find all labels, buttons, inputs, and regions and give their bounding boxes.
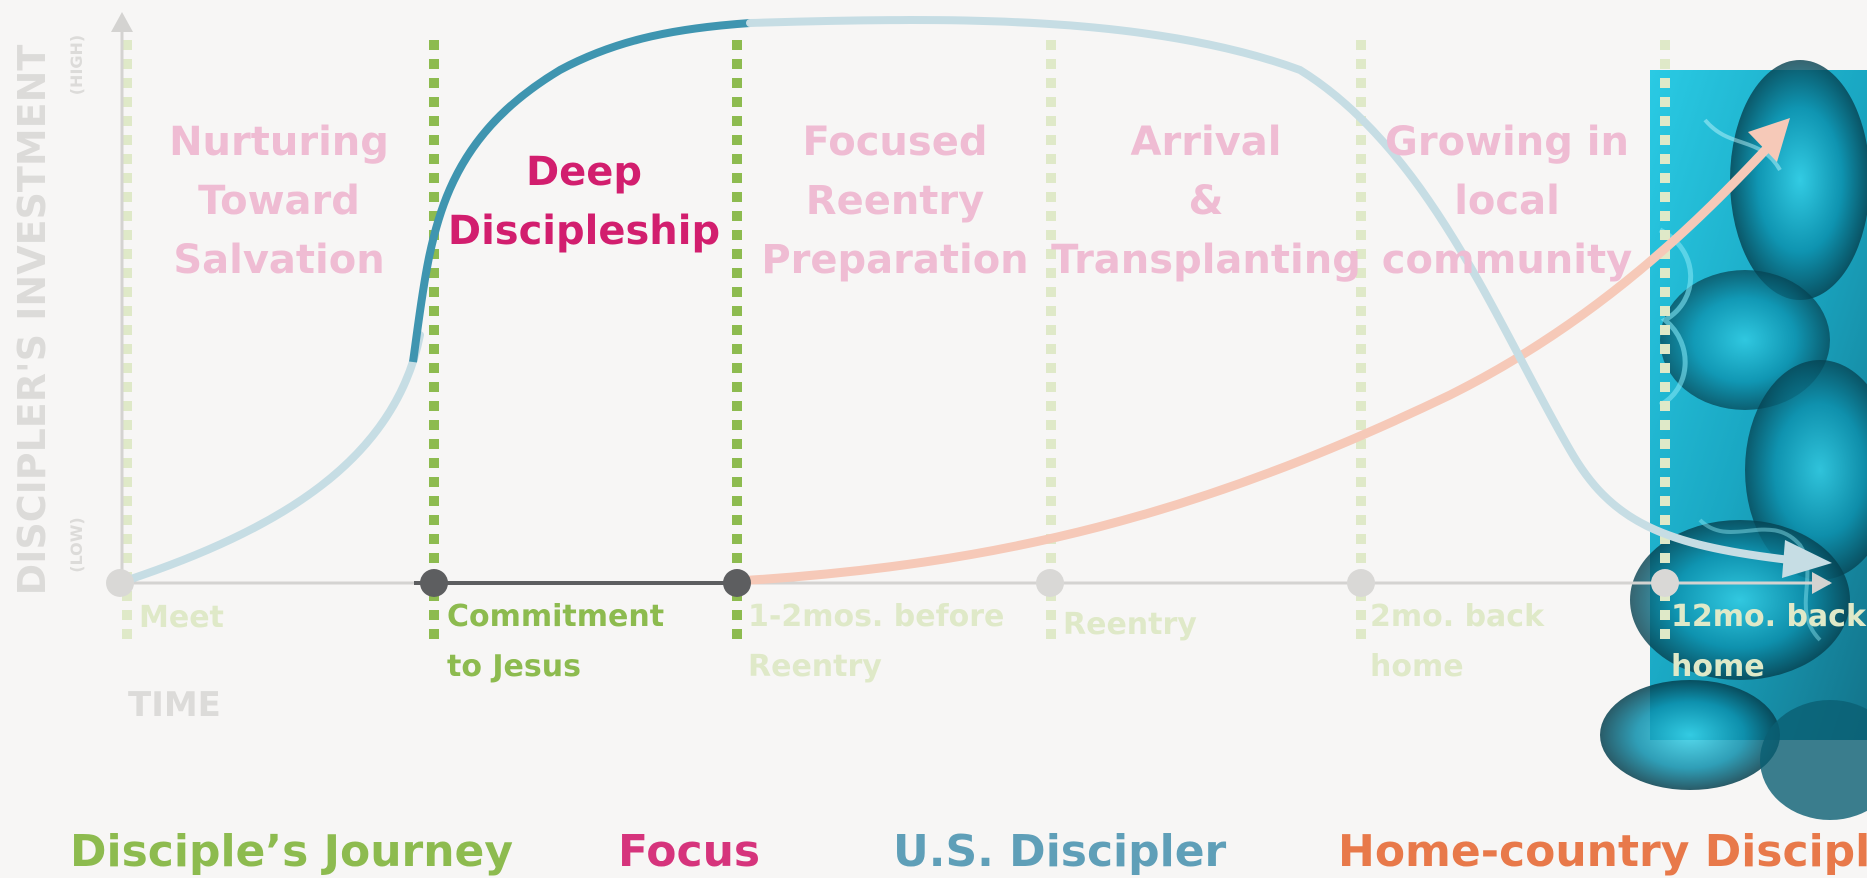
milestone-dot <box>1651 569 1679 597</box>
stage-title-line: Reentry <box>806 178 984 224</box>
investment-low-label: (LOW) <box>67 517 86 573</box>
milestone-label: Meet <box>139 600 224 635</box>
investment-axis-label: DISCIPLER'S INVESTMENT <box>10 45 54 596</box>
legend: Disciple’s Journey Focus U.S. Discipler … <box>70 826 1867 877</box>
milestone-dots <box>106 569 1679 597</box>
stage-title-line: Deep <box>526 149 642 195</box>
time-axis <box>120 572 1832 594</box>
stage-title-line: community <box>1382 237 1632 283</box>
stage-title: Growing in local community <box>1382 119 1632 283</box>
milestone-dot <box>1036 569 1064 597</box>
milestone-label: Reentry <box>1063 607 1197 642</box>
stage-title-line: Salvation <box>173 237 384 283</box>
milestone-label: Commitment to Jesus <box>447 599 664 684</box>
legend-us-discipler: U.S. Discipler <box>893 826 1227 877</box>
investment-high-label: (HIGH) <box>67 35 86 96</box>
stage-title-line: Preparation <box>761 237 1028 283</box>
stage-title-line: Toward <box>198 178 360 224</box>
milestone-label-line: home <box>1671 649 1765 684</box>
stage-title-line: Transplanting <box>1051 237 1361 283</box>
us-discipler-curve <box>118 16 1832 586</box>
stage-dividers <box>122 40 1670 648</box>
milestone-label-line: Meet <box>139 600 224 635</box>
milestone-dot <box>106 569 134 597</box>
legend-focus: Focus <box>618 826 760 877</box>
milestone-dot <box>723 569 751 597</box>
milestone-label-line: Reentry <box>1063 607 1197 642</box>
milestone-label: 12mo. back home <box>1671 599 1867 684</box>
milestone-dot <box>1347 569 1375 597</box>
stage-title-line: Discipleship <box>448 208 720 254</box>
stage-title-line: Growing in <box>1385 119 1629 165</box>
milestone-label-line: 1-2mos. before <box>748 599 1004 634</box>
stage-title: Arrival & Transplanting <box>1051 119 1361 283</box>
milestone-label-line: 12mo. back <box>1671 599 1867 634</box>
stage-title-line: Focused <box>803 119 988 165</box>
time-axis-label: TIME <box>128 685 221 725</box>
milestone-label: 2mo. back home <box>1370 599 1545 684</box>
milestone-dot <box>420 569 448 597</box>
milestone-label-line: Commitment <box>447 599 664 634</box>
milestone-label-line: 2mo. back <box>1370 599 1545 634</box>
stage-title-line: local <box>1454 178 1560 224</box>
milestone-label-line: home <box>1370 649 1464 684</box>
legend-disciples-journey: Disciple’s Journey <box>70 826 513 877</box>
investment-axis <box>111 12 133 583</box>
stage-title-line: Arrival <box>1131 119 1282 165</box>
home-country-discipler-curve <box>732 118 1790 586</box>
stage-title-line: & <box>1189 178 1224 224</box>
milestone-label-line: Reentry <box>748 649 882 684</box>
legend-home-country-discipler: Home-country Discipler <box>1338 826 1867 877</box>
milestone-label-line: to Jesus <box>447 649 581 684</box>
stage-title-line: Nurturing <box>169 119 389 165</box>
blue-ink-smoke-image <box>1600 60 1867 820</box>
